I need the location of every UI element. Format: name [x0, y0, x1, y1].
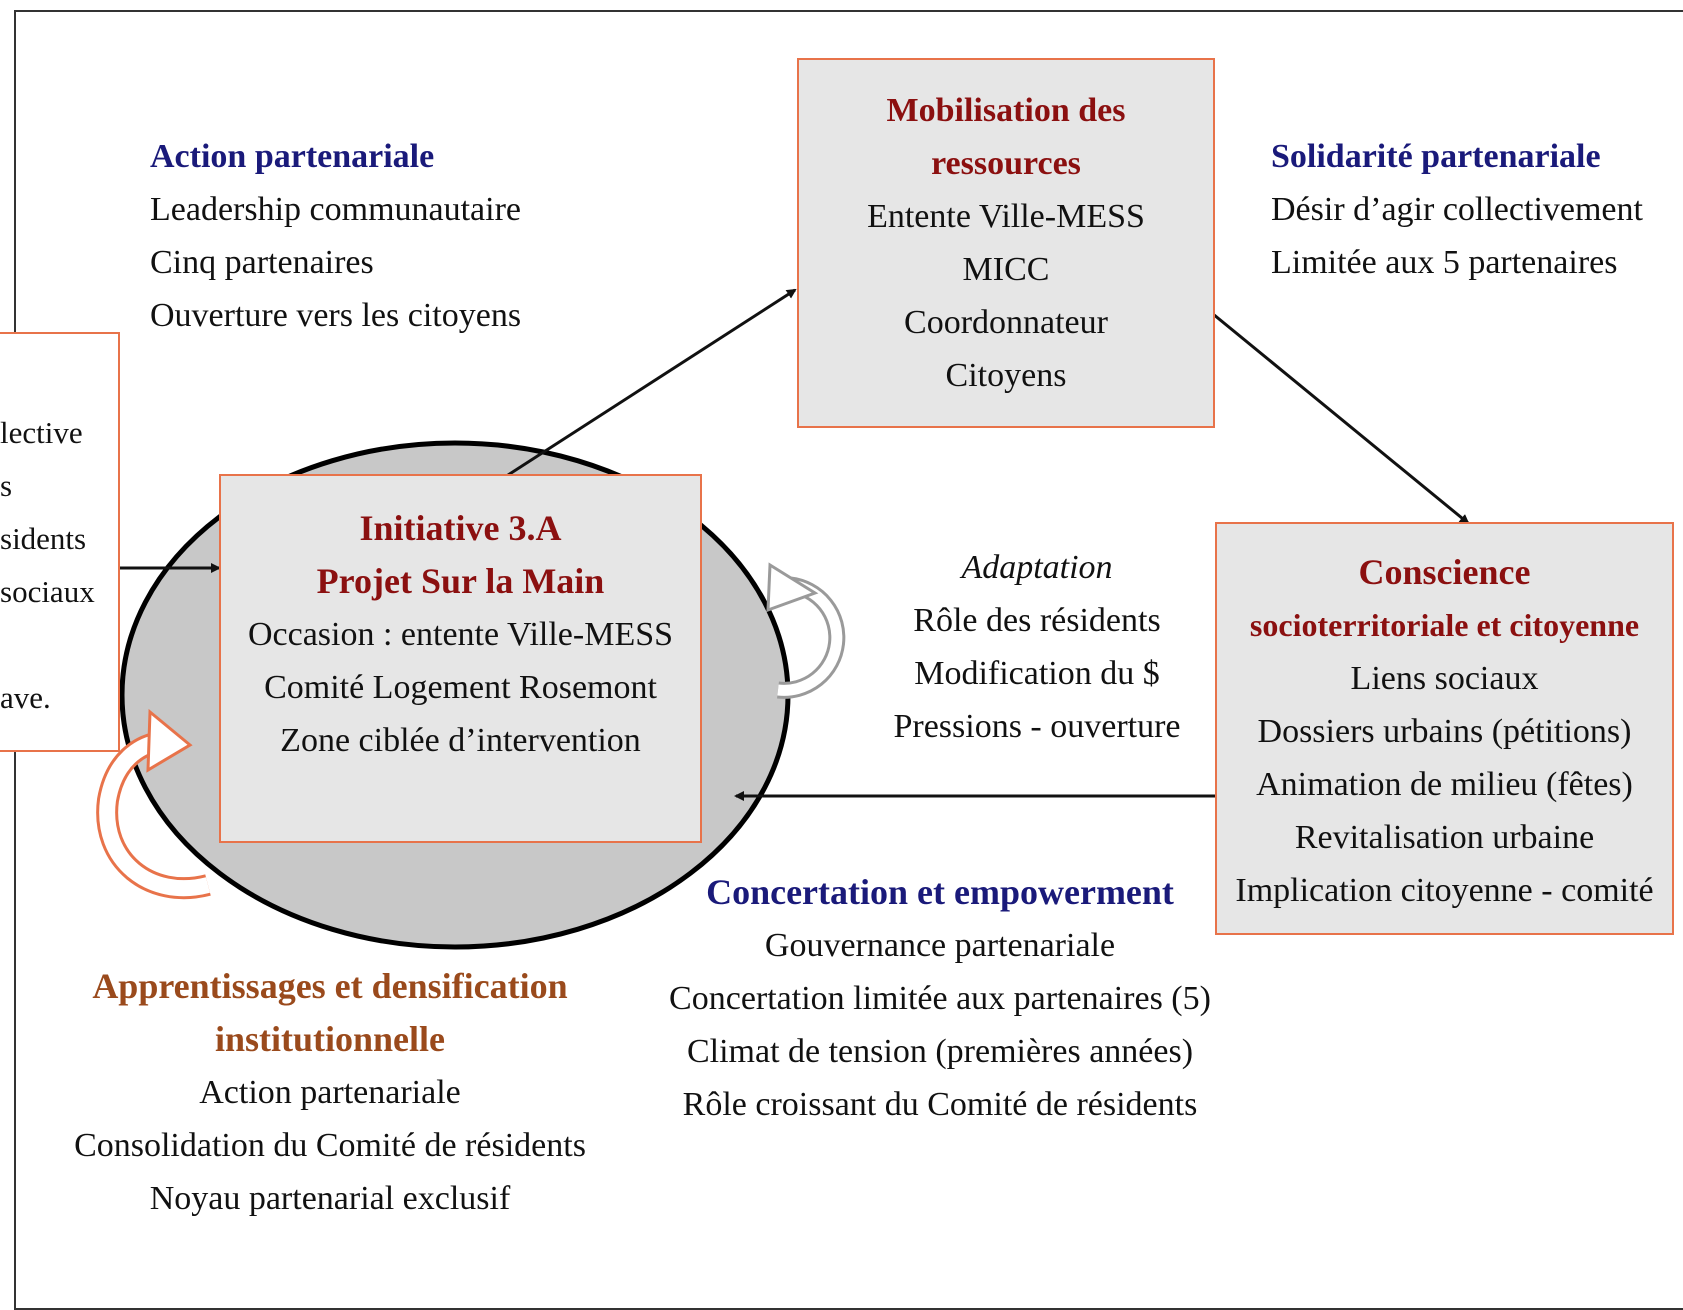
action-line: Ouverture vers les citoyens [150, 297, 522, 334]
apprentissages-block: Apprentissages et densification institut… [60, 960, 600, 1225]
left-box-line: s [0, 468, 13, 503]
mobilisation-title: ressources [931, 145, 1081, 182]
adaptation-line: Pressions - ouverture [893, 708, 1181, 745]
left-box-line: ave. [0, 680, 51, 715]
left-box-line: sociaux [0, 574, 95, 609]
orange-cycle-arrow-icon [96, 708, 211, 900]
initiative-line: Occasion : entente Ville-MESS [247, 616, 674, 653]
adaptation-line: Rôle des résidents [913, 602, 1161, 639]
solidarite-line: Limitée aux 5 partenaires [1271, 244, 1618, 281]
action-line: Leadership communautaire [150, 191, 522, 228]
left-box-line [0, 618, 95, 671]
conscience-line: Dossiers urbains (pétitions) [1257, 713, 1632, 750]
initiative-line: Comité Logement Rosemont [264, 669, 657, 706]
concertation-line: Concertation limitée aux partenaires (5) [669, 980, 1211, 1017]
mobilisation-title: Mobilisation des [886, 92, 1126, 129]
arrow-mobilisation-to-conscience [1179, 285, 1470, 525]
adaptation-block: Adaptation Rôle des résidents Modificati… [880, 541, 1194, 753]
conscience-box [1215, 522, 1674, 935]
action-partenariale-block: Action partenariale Leadership communaut… [150, 130, 521, 342]
action-line: Cinq partenaires [150, 244, 374, 281]
conscience-block: Conscience socioterritoriale et citoyenn… [1215, 546, 1674, 917]
conscience-title: socioterritoriale et citoyenne [1249, 607, 1640, 643]
adaptation-title: Adaptation [961, 549, 1113, 586]
concertation-line: Climat de tension (premières années) [686, 1033, 1194, 1070]
apprentissages-line: Action partenariale [199, 1074, 461, 1111]
mobilisation-line: Citoyens [945, 357, 1067, 394]
mobilisation-box [797, 58, 1215, 428]
concertation-block: Concertation et empowerment Gouvernance … [660, 866, 1220, 1131]
arrow-initiative-to-mobilisation [507, 288, 797, 477]
action-title: Action partenariale [150, 138, 435, 175]
solidarite-title: Solidarité partenariale [1271, 138, 1601, 175]
concertation-line: Rôle croissant du Comité de résidents [682, 1086, 1198, 1123]
conscience-line: Implication citoyenne - comité [1235, 872, 1654, 909]
left-partial-box [0, 332, 120, 752]
apprentissages-title: institutionnelle [214, 1019, 446, 1059]
mobilisation-line: Entente Ville-MESS [867, 198, 1145, 235]
conscience-line: Revitalisation urbaine [1294, 819, 1595, 856]
conscience-title: Conscience [1358, 552, 1531, 592]
cycle-icon [766, 562, 846, 699]
conscience-line: Liens sociaux [1350, 660, 1539, 697]
left-box-line: lective [0, 415, 83, 450]
conscience-line: Animation de milieu (fêtes) [1256, 766, 1633, 803]
initiative-title: Projet Sur la Main [316, 561, 605, 601]
concertation-title: Concertation et empowerment [706, 872, 1174, 912]
apprentissages-line: Noyau partenarial exclusif [149, 1180, 511, 1217]
left-box-line: sidents [0, 521, 87, 556]
mobilisation-line: Coordonnateur [904, 304, 1108, 341]
solidarite-block: Solidarité partenariale Désir d’agir col… [1271, 130, 1643, 289]
apprentissages-title: Apprentissages et densification [92, 966, 568, 1006]
initiative-title: Initiative 3.A [359, 508, 562, 548]
initiative-block: Initiative 3.A Projet Sur la Main Occasi… [219, 502, 702, 767]
solidarite-line: Désir d’agir collectivement [1271, 191, 1643, 228]
initiative-line: Zone ciblée d’intervention [280, 722, 641, 759]
mobilisation-block: Mobilisation des ressources Entente Vill… [797, 84, 1215, 402]
left-box-text: lective s sidents sociaux ave. [0, 406, 95, 724]
concertation-line: Gouvernance partenariale [764, 927, 1116, 964]
mobilisation-line: MICC [962, 251, 1050, 288]
initiative-box [219, 474, 702, 843]
apprentissages-line: Consolidation du Comité de résidents [74, 1127, 586, 1164]
adaptation-line: Modification du $ [914, 655, 1160, 692]
